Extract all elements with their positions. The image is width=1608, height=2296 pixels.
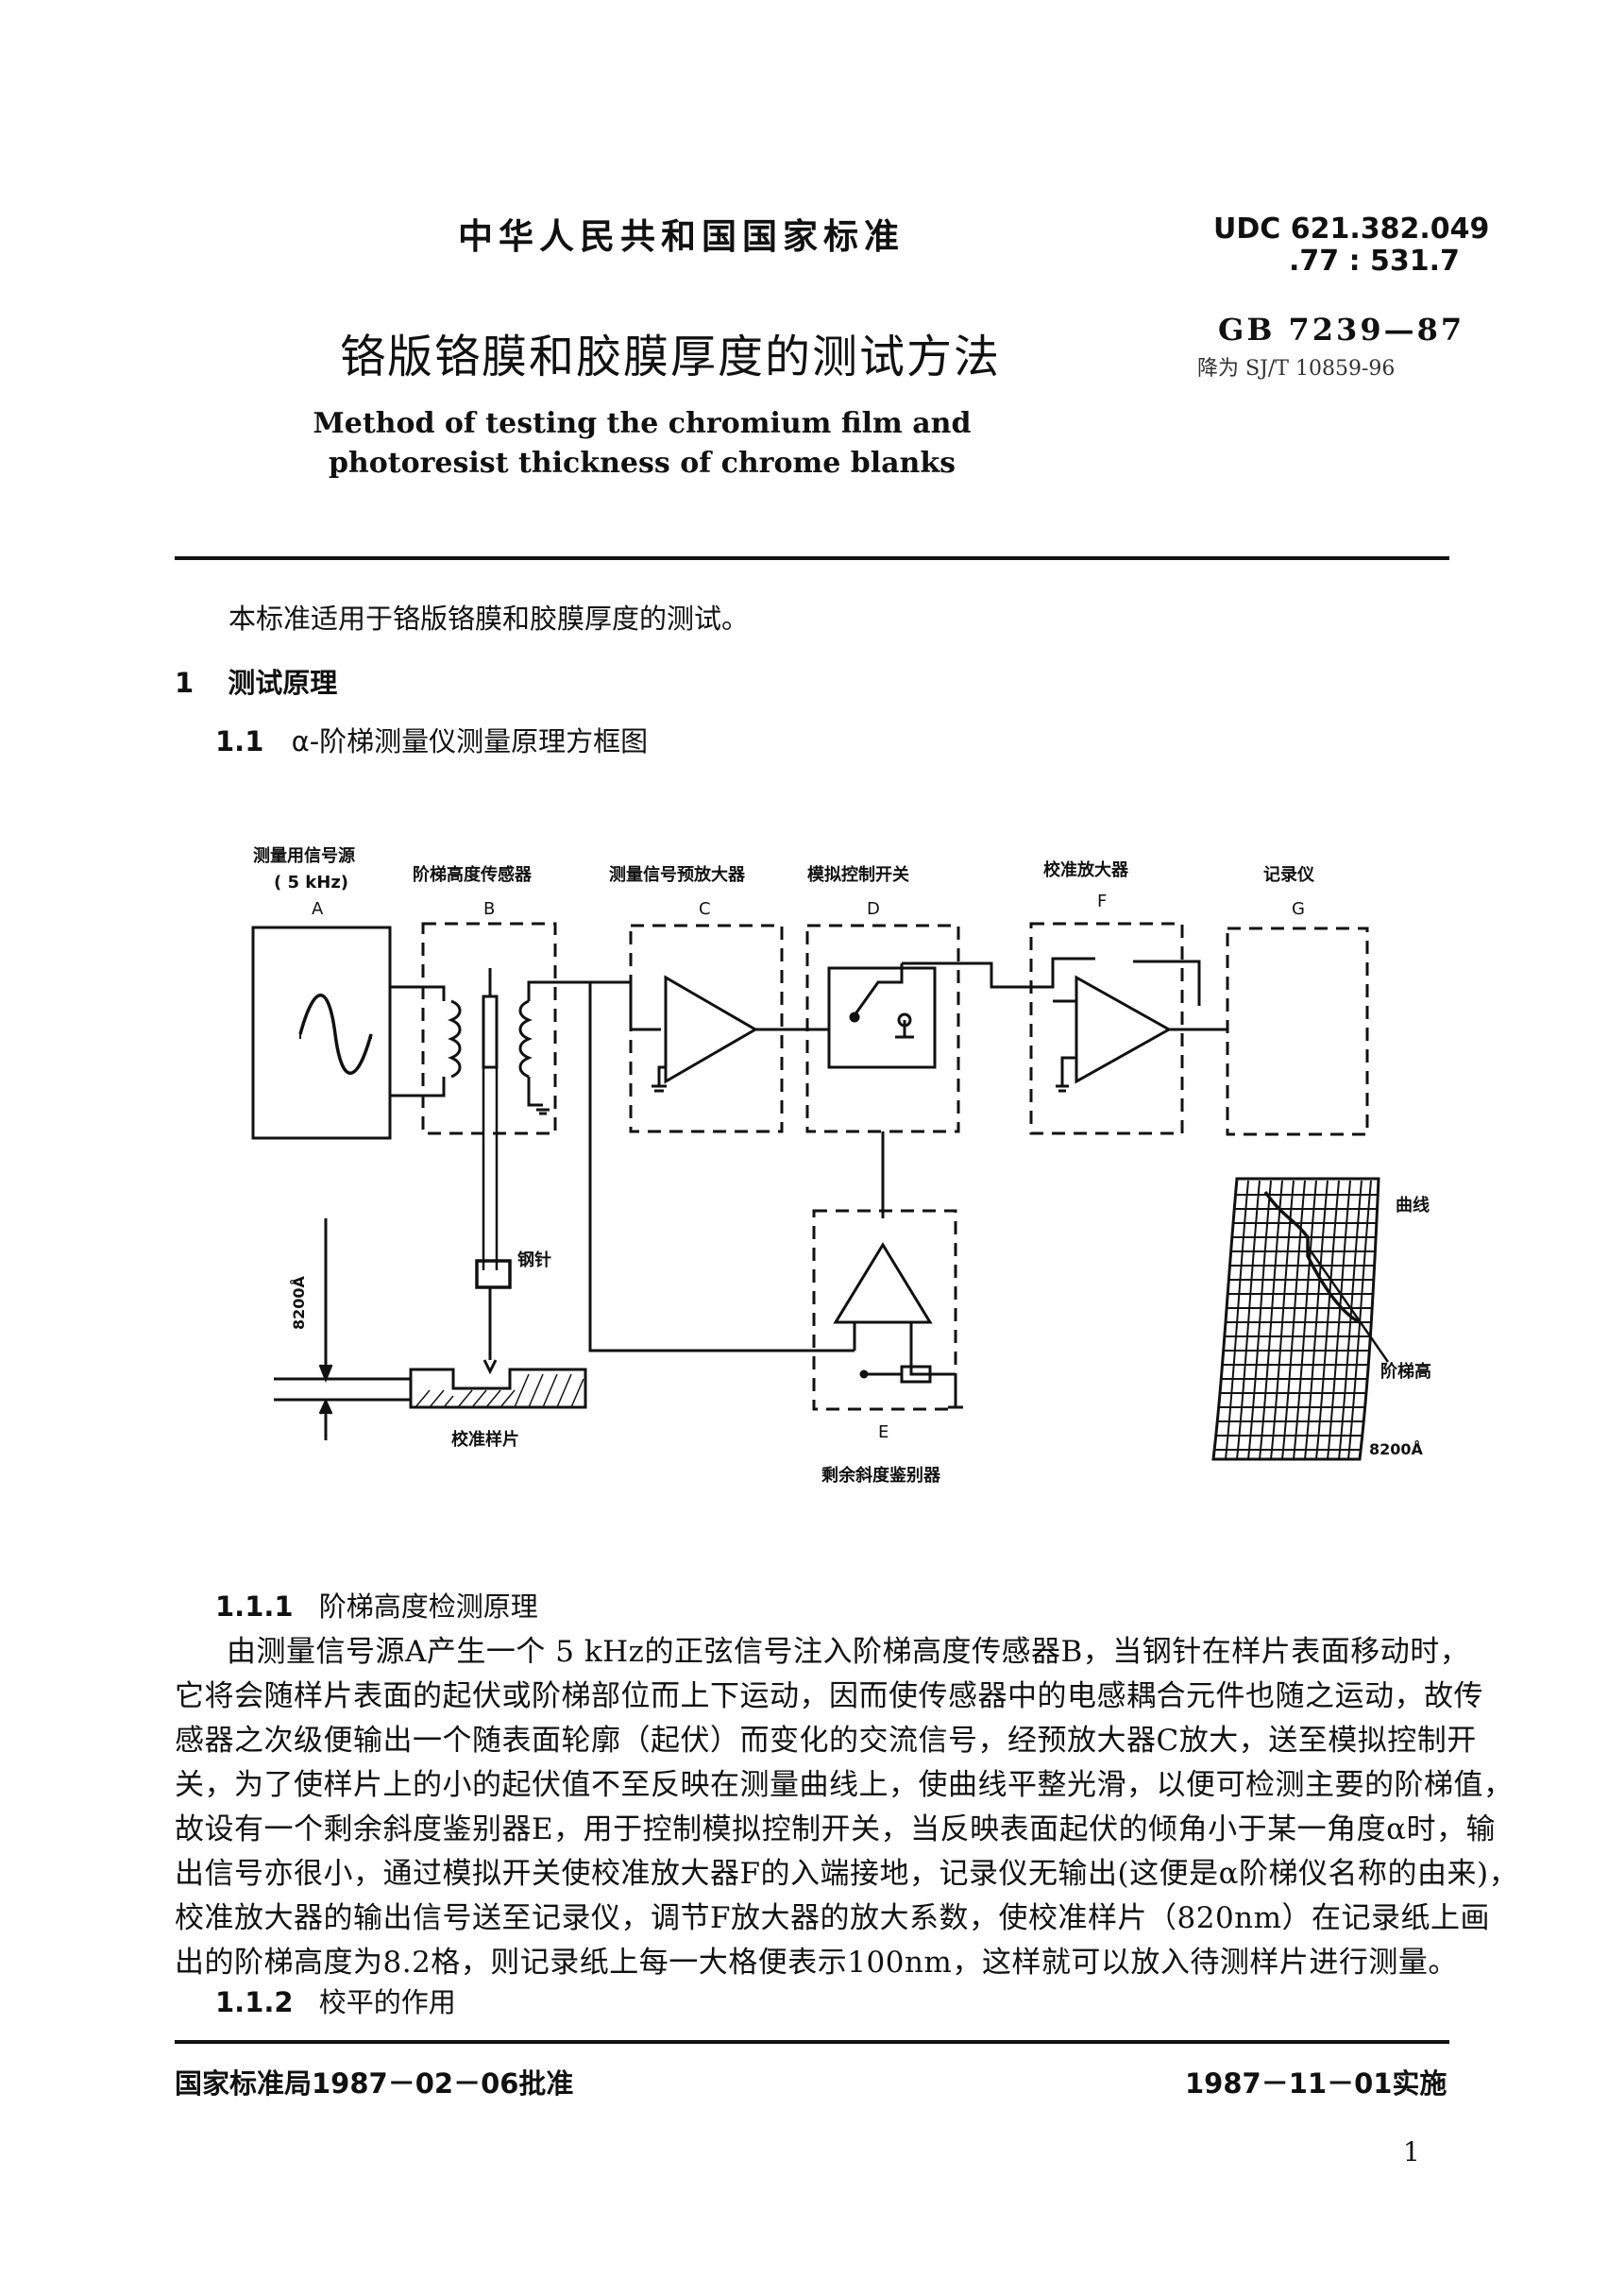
block-c-preamplifier	[629, 924, 784, 1133]
section-1-1-1-heading: 1.1.1 阶梯高度检测原理	[215, 1585, 538, 1624]
label-calibration-sample: 校准样片	[451, 1429, 519, 1450]
label-block-e-letter: E	[878, 1422, 889, 1442]
label-block-g-name: 记录仪	[1263, 865, 1315, 885]
label-step-height-chart: 阶梯高	[1380, 1361, 1431, 1382]
needle-holder	[475, 1259, 512, 1289]
paragraph-line: 故设有一个剩余斜度鉴别器E，用于控制模拟控制开关，当反映表面起伏的倾角小于某一角…	[175, 1812, 1497, 1846]
calibration-amp-triangle	[1075, 975, 1173, 1084]
label-block-g-letter: G	[1292, 899, 1305, 919]
label-block-a-freq: ( 5 kHz)	[274, 873, 348, 893]
switch-box	[827, 966, 937, 1069]
label-block-e-name: 剩余斜度鉴别器	[821, 1465, 941, 1486]
block-e-slope-discriminator	[812, 1209, 957, 1411]
block-d-analog-switch	[805, 924, 960, 1133]
sensor-primary-coil	[448, 999, 462, 1079]
preamp-triangle	[664, 975, 758, 1084]
label-step-height: 8200Å	[290, 1275, 308, 1330]
label-curve: 曲线	[1396, 1195, 1430, 1216]
approval-date: 国家标准局1987－02－06批准	[175, 2067, 574, 2100]
section-1-title: 测试原理	[228, 667, 338, 699]
block-f-calibration-amplifier	[1029, 922, 1184, 1135]
paragraph-line: 感器之次级便输出一个随表面轮廓（起伏）而变化的交流信号，经预放大器C放大，送至模…	[175, 1724, 1477, 1758]
paragraph-line: 出信号亦很小，通过模拟开关使校准放大器F的入端接地，记录仪无输出(这便是α阶梯仪…	[175, 1857, 1519, 1891]
sine-wave-icon	[298, 994, 373, 1075]
header-divider	[175, 556, 1449, 560]
recorder-chart	[1211, 1177, 1390, 1461]
replaced-by-note: 降为 SJ/T 10859-96	[1197, 357, 1396, 381]
title-en-line-2: photoresist thickness of chrome blanks	[328, 447, 956, 480]
footer-divider	[175, 2040, 1449, 2044]
paragraph-line: 由测量信号源A产生一个 5 kHz的正弦信号注入阶梯高度传感器B，当钢针在样片表…	[227, 1635, 1470, 1669]
block-b-step-sensor	[421, 922, 557, 1135]
block-g-recorder	[1226, 927, 1369, 1136]
gb-number: GB 7239—87	[1218, 312, 1465, 348]
national-standard-heading: 中华人民共和国国家标准	[458, 216, 905, 257]
label-needle: 钢针	[517, 1250, 551, 1270]
document-title-en: Method of testing the chromium film and …	[283, 404, 1001, 484]
udc-line-2: .77 : 531.7	[1289, 245, 1460, 278]
section-1-1-1-number: 1.1.1	[215, 1590, 294, 1623]
block-a-signal-source	[251, 926, 392, 1140]
udc-code: UDC 621.382.049 .77 : 531.7	[1213, 213, 1489, 278]
label-block-d-name: 模拟控制开关	[807, 864, 909, 885]
sensor-secondary-coil	[518, 999, 533, 1079]
paragraph-line: 关，为了使样片上的小的起伏值不至反映在测量曲线上，使曲线平整光滑，以便可检测主要…	[175, 1768, 1514, 1802]
section-1-1-heading: 1.1 α-阶梯测量仪测量原理方框图	[215, 720, 648, 759]
title-en-line-1: Method of testing the chromium film and	[313, 407, 972, 440]
section-1-1-1-title: 阶梯高度检测原理	[318, 1590, 538, 1623]
label-block-a-letter: A	[312, 899, 324, 919]
label-chart-height: 8200Å	[1369, 1440, 1424, 1458]
label-block-f-name: 校准放大器	[1043, 859, 1129, 880]
discriminator-triangle	[833, 1242, 933, 1324]
document-title-cn: 铬版铬膜和胶膜厚度的测试方法	[340, 331, 1002, 383]
page-number: 1	[1403, 2136, 1420, 2168]
paragraph-line: 校准放大器的输出信号送至记录仪，调节F放大器的放大系数，使校准样片（820nm）…	[175, 1901, 1491, 1935]
section-1-1-number: 1.1	[215, 725, 264, 757]
section-1-heading: 1 测试原理	[175, 661, 337, 701]
label-block-a-name: 测量用信号源	[253, 845, 355, 866]
paragraph-line: 出的阶梯高度为8.2格，则记录纸上每一大格便表示100nm，这样就可以放入待测样…	[175, 1946, 1458, 1980]
scope-statement: 本标准适用于铬版铬膜和胶膜厚度的测试。	[229, 603, 750, 635]
section-1-1-2-title: 校平的作用	[318, 1986, 456, 2018]
effective-date: 1987－11－01实施	[1185, 2067, 1447, 2100]
section-1-1-2-number: 1.1.2	[215, 1986, 294, 2018]
label-block-d-letter: D	[867, 899, 880, 919]
sensor-core	[482, 995, 499, 1069]
udc-line-1: UDC 621.382.049	[1213, 213, 1490, 246]
recorded-curve	[1263, 1190, 1361, 1324]
calibration-sample	[409, 1368, 587, 1409]
paragraph-line: 它将会随样片表面的起伏或阶梯部位而上下运动，因而使传感器中的电感耦合元件也随之运…	[175, 1679, 1483, 1713]
section-1-1-2-heading: 1.1.2 校平的作用	[215, 1981, 456, 2020]
label-block-b-name: 阶梯高度传感器	[413, 864, 533, 885]
label-block-c-name: 测量信号预放大器	[609, 864, 746, 885]
block-diagram: 测量用信号源 ( 5 kHz) A 阶梯高度传感器 B 测量信号预放大器 C 模…	[251, 845, 1431, 1486]
section-1-1-title: α-阶梯测量仪测量原理方框图	[291, 725, 649, 757]
switch-icon	[853, 963, 904, 1016]
label-block-f-letter: F	[1097, 892, 1107, 911]
label-block-c-letter: C	[699, 899, 711, 919]
section-1-number: 1	[175, 667, 195, 699]
label-block-b-letter: B	[483, 899, 495, 919]
